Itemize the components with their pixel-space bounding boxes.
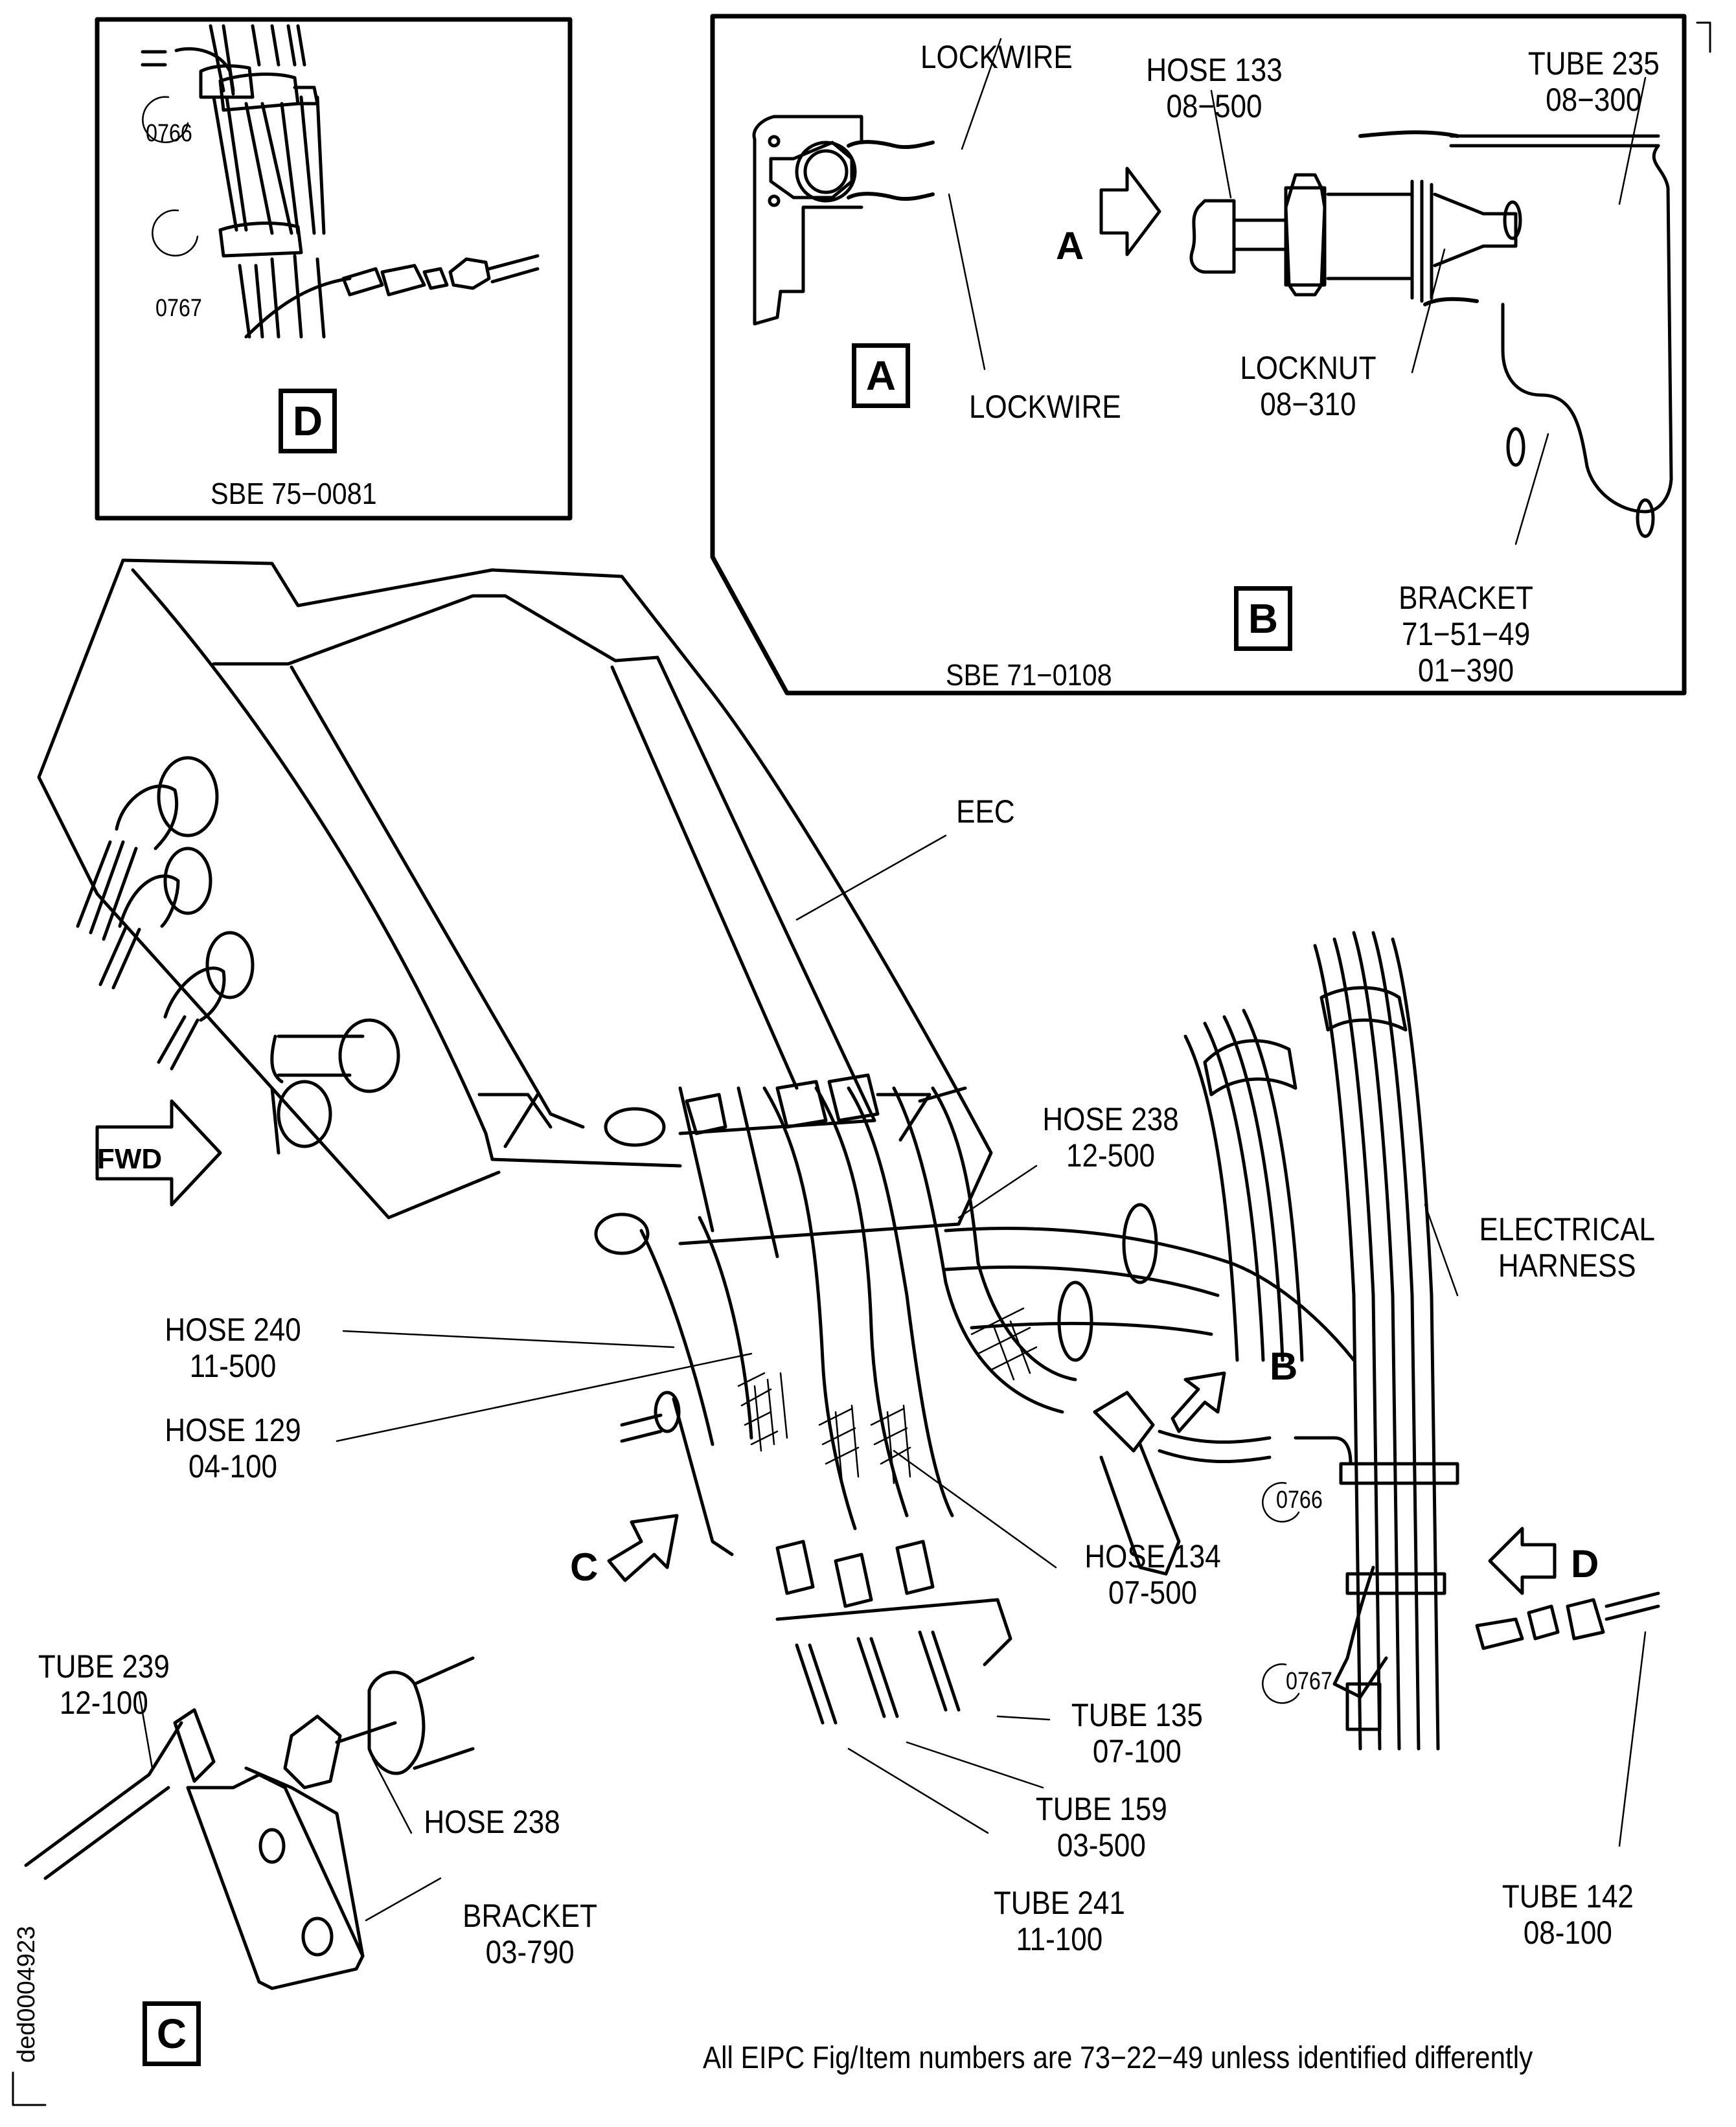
- eec-connectors: [76, 756, 400, 1155]
- corner-mark-top-right: [1696, 21, 1711, 53]
- bracket-b-label: BRACKET 71−51−49 01−390: [1399, 580, 1533, 688]
- view-d-sbe-reference: SBE 75−0081: [211, 477, 377, 510]
- hose-238-main-label: HOSE 238 12-500: [1042, 1101, 1178, 1174]
- eec-label: EEC: [956, 793, 1015, 830]
- tube-239-number: 12-100: [59, 1685, 148, 1721]
- view-b-sbe-reference: SBE 71−0108: [946, 658, 1112, 692]
- detail-c: [24, 1656, 475, 1990]
- view-d-arrow-icon: [1488, 1527, 1557, 1595]
- view-d-callout-0767: 0767: [155, 295, 202, 322]
- bracket-c-name: BRACKET: [463, 1898, 598, 1934]
- view-a-box-label: A: [852, 343, 910, 408]
- locknut-label: LOCKNUT 08−310: [1240, 350, 1376, 422]
- tube-142-number: 08-100: [1523, 1915, 1612, 1951]
- locknut-number: 08−310: [1260, 386, 1356, 422]
- bracket-c-number: 03-790: [485, 1934, 575, 1970]
- bracket-c-label: BRACKET 03-790: [463, 1898, 597, 1970]
- tube-135-number: 07-100: [1092, 1733, 1182, 1769]
- electrical-harness-line2: HARNESS: [1498, 1247, 1636, 1284]
- tube-135-name: TUBE 135: [1071, 1697, 1203, 1733]
- tube-135-label: TUBE 135 07-100: [1071, 1697, 1203, 1769]
- hose-238-main-number: 12-500: [1066, 1137, 1156, 1174]
- view-b-arrow-icon: [1171, 1371, 1226, 1433]
- corner-mark-bottom-left: [12, 2071, 47, 2106]
- view-b-arrow-label: B: [1270, 1345, 1298, 1388]
- hose-133-label: HOSE 133 08−500: [1146, 52, 1282, 124]
- hoses-and-tubes: [336, 1073, 1272, 1834]
- bracket-b-name: BRACKET: [1399, 580, 1534, 616]
- detail-ab-frame: [710, 14, 1687, 696]
- hose-134-label: HOSE 134 07-500: [1084, 1538, 1220, 1611]
- tube-235-label: TUBE 235 08−300: [1528, 45, 1660, 118]
- tube-159-number: 03-500: [1056, 1827, 1146, 1863]
- hose-240-number: 11-500: [189, 1348, 277, 1384]
- tube-239-name: TUBE 239: [38, 1648, 170, 1685]
- view-c-box-label: C: [143, 2001, 201, 2066]
- view-c-arrow-label: C: [570, 1545, 599, 1589]
- fwd-arrow-icon: [95, 1099, 222, 1207]
- hose-134-name: HOSE 134: [1084, 1538, 1221, 1575]
- electrical-harness-line1: ELECTRICAL: [1479, 1211, 1655, 1247]
- tube-159-name: TUBE 159: [1035, 1791, 1167, 1827]
- hose-133-name: HOSE 133: [1146, 52, 1283, 88]
- view-d-arrow-label: D: [1571, 1542, 1599, 1586]
- view-d-box-label: D: [279, 389, 337, 453]
- view-a-arrow-label: A: [1056, 224, 1084, 267]
- hose-238-main-name: HOSE 238: [1042, 1101, 1179, 1137]
- document-id: ded0004923: [13, 1926, 40, 2063]
- tube-235-name: TUBE 235: [1527, 45, 1660, 82]
- locknut-name: LOCKNUT: [1240, 350, 1376, 386]
- view-b-box-label: B: [1234, 586, 1292, 651]
- electrical-harness: [944, 931, 1660, 1847]
- eec-unit: [37, 558, 993, 1245]
- view-d-callout-0766: 0766: [146, 120, 192, 147]
- hose-240-name: HOSE 240: [165, 1312, 301, 1348]
- tube-142-name: TUBE 142: [1502, 1878, 1634, 1915]
- tube-235-number: 08−300: [1546, 82, 1642, 118]
- hose-133-number: 08−500: [1166, 88, 1262, 124]
- tube-239-label: TUBE 239 12-100: [38, 1648, 170, 1721]
- hose-129-number: 04-100: [188, 1448, 278, 1484]
- hose-134-number: 07-500: [1108, 1575, 1198, 1611]
- detail-d-frame: [95, 17, 573, 521]
- hose-129-name: HOSE 129: [165, 1412, 301, 1448]
- footnote: All EIPC Fig/Item numbers are 73−22−49 u…: [703, 2041, 1533, 2075]
- tube-241-label: TUBE 241 11-100: [994, 1885, 1125, 1957]
- hose-238-detail-c-label: HOSE 238: [424, 1804, 560, 1840]
- hose-129-label: HOSE 129 04-100: [165, 1412, 301, 1484]
- tube-159-label: TUBE 159 03-500: [1036, 1791, 1167, 1863]
- lockwire-top-label: LOCKWIRE: [920, 39, 1073, 75]
- hose-240-label: HOSE 240 11-500: [165, 1312, 301, 1384]
- lockwire-bottom-label: LOCKWIRE: [969, 389, 1121, 425]
- fwd-label: FWD: [97, 1143, 163, 1175]
- tube-241-name: TUBE 241: [993, 1885, 1125, 1921]
- main-callout-0767: 0767: [1286, 1668, 1332, 1695]
- tube-241-number: 11-100: [1016, 1921, 1103, 1957]
- tube-142-label: TUBE 142 08-100: [1502, 1878, 1634, 1951]
- bracket-b-ata: 71−51−49: [1401, 616, 1531, 652]
- electrical-harness-label: ELECTRICAL HARNESS: [1479, 1211, 1655, 1284]
- view-c-arrow-icon: [607, 1514, 679, 1582]
- bracket-b-number: 01−390: [1418, 652, 1514, 688]
- main-callout-0766: 0766: [1276, 1486, 1323, 1514]
